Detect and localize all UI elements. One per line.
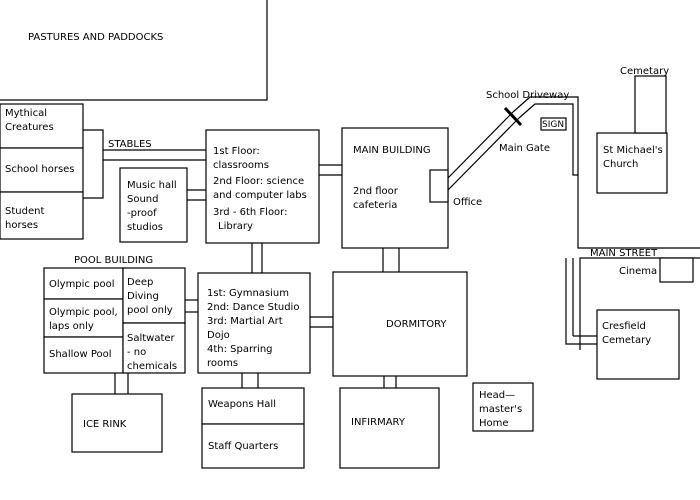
- church-box: [596, 132, 668, 194]
- church-label: St Michael's Church: [603, 145, 666, 170]
- sign-box: [540, 117, 567, 131]
- school-driveway-label: School Driveway: [486, 90, 569, 101]
- deep-diving-label: Deep Diving pool only: [127, 277, 173, 316]
- olympic-pool-label: Olympic pool: [49, 279, 114, 290]
- main-gate-label: Main Gate: [499, 143, 550, 154]
- music-hall-label: Music hall Sound -proof studios: [127, 180, 180, 233]
- music-hall-box: [119, 167, 188, 243]
- cinema-box: [659, 257, 694, 283]
- cemetery-label: Cemetary: [620, 66, 669, 77]
- pool-olympic-laps-box: [43, 298, 124, 338]
- saltwater-label: Saltwater - no chemicals: [127, 333, 178, 372]
- mythical-creatures-label: Mythical Creatures: [5, 108, 54, 133]
- cresfield-cemetery-box: [596, 309, 680, 380]
- office-label: Office: [453, 197, 482, 208]
- student-horses-label: Student horses: [5, 206, 48, 231]
- dormitory-label: DORMITORY: [386, 319, 447, 330]
- pastures-outline: [0, 0, 268, 101]
- cresfield-cemetery-label: Cresfield Cemetary: [602, 321, 651, 346]
- main-building-title: MAIN BUILDING: [353, 145, 431, 156]
- infirmary-label: INFIRMARY: [351, 417, 406, 428]
- stables-student-horses-box: [0, 191, 84, 240]
- ice-rink-box: [71, 393, 163, 453]
- pastures-label: PASTURES AND PADDOCKS: [28, 32, 163, 43]
- headmaster-home-label: Head— master's Home: [479, 390, 525, 429]
- pool-saltwater-box: [122, 322, 186, 374]
- main-gate-bar: [503, 106, 523, 127]
- school-driveway-line-1: [447, 111, 514, 179]
- dormitory-box: [332, 271, 468, 377]
- cemetery-top-box: [634, 75, 667, 134]
- weapons-hall-box: [201, 387, 305, 425]
- olympic-laps-label: Olympic pool, laps only: [49, 307, 121, 332]
- pool-building-label: POOL BUILDING: [74, 255, 153, 266]
- main-street-label: MAIN STREET: [590, 248, 658, 259]
- infirmary-box: [339, 387, 440, 469]
- school-driveway-line-2: [447, 117, 520, 191]
- office-box: [429, 169, 449, 203]
- classroom-building-label: 1st Floor: classrooms 2nd Floor: science…: [213, 146, 310, 232]
- sign-label: SIGN: [542, 120, 564, 130]
- stables-school-horses-box: [0, 147, 84, 193]
- gym-building-label: 1st: Gymnasium 2nd: Dance Studio 3rd: Ma…: [207, 288, 303, 369]
- pool-shallow-box: [43, 336, 124, 374]
- stables-mythical-box: [0, 103, 84, 149]
- cafeteria-label: 2nd floor cafeteria: [353, 186, 401, 211]
- gym-building-box: [197, 272, 311, 374]
- stables-bracket: [83, 129, 104, 199]
- staff-quarters-box: [201, 423, 305, 469]
- pool-deep-diving-box: [122, 267, 186, 324]
- school-horses-label: School horses: [5, 164, 75, 175]
- cinema-label: Cinema: [619, 266, 657, 277]
- cresfield-connector: [565, 258, 597, 345]
- driveway-lower-road: [518, 103, 574, 143]
- staff-quarters-label: Staff Quarters: [208, 441, 278, 452]
- driveway-upper-road: [512, 96, 579, 143]
- weapons-hall-label: Weapons Hall: [208, 399, 276, 410]
- shallow-pool-label: Shallow Pool: [49, 349, 112, 360]
- ice-rink-label: ICE RINK: [83, 419, 127, 430]
- headmaster-home-box: [472, 382, 534, 432]
- stables-label: STABLES: [108, 139, 152, 150]
